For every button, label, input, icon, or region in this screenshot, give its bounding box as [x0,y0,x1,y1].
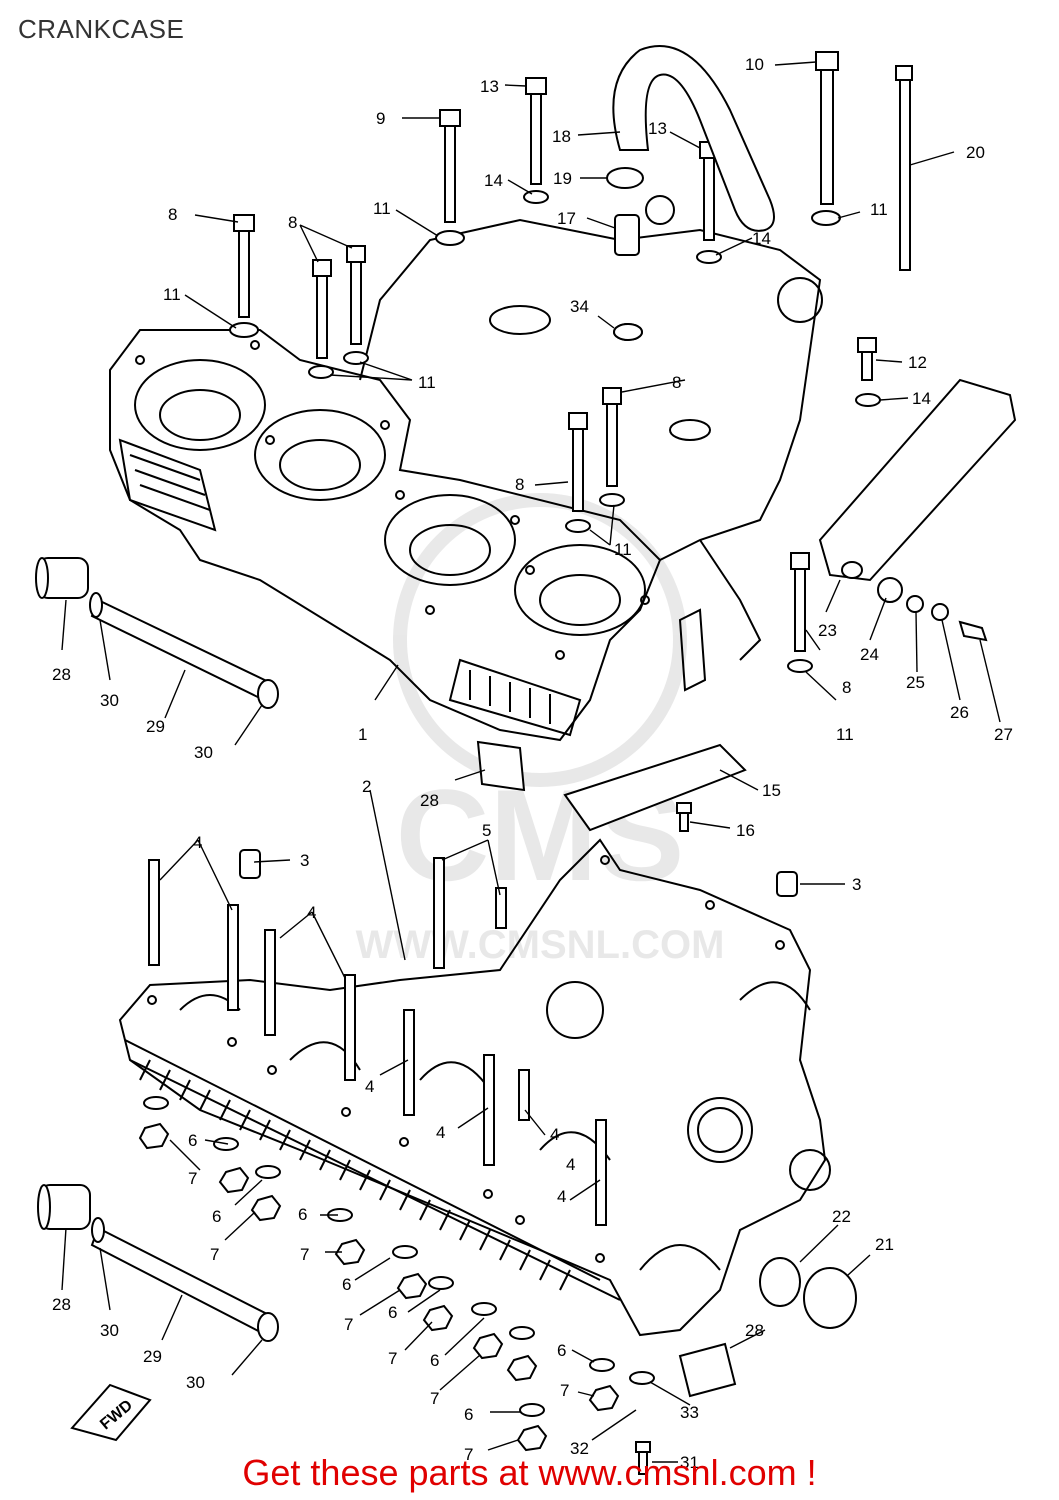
misc-parts [35,45,1017,1442]
callout-14: 14 [484,171,503,190]
callout-7: 7 [388,1349,397,1368]
studs-and-bolts [148,51,913,1475]
callout-6: 6 [188,1131,197,1150]
callout-6: 6 [388,1303,397,1322]
watermark-url: WWW.CMSNL.COM [356,923,725,967]
callout-31: 31 [680,1453,699,1472]
callout-15: 15 [762,781,781,800]
callout-8: 8 [515,475,524,494]
callout-14: 14 [912,389,931,408]
callout-25: 25 [906,673,925,692]
callout-4: 4 [193,833,202,852]
callout-labels: 1 2 3 3 4 4 4 4 4 4 4 5 6 6 6 6 6 6 6 6 … [52,55,1013,1472]
washers-and-nuts [138,190,881,1452]
callout-6: 6 [298,1205,307,1224]
callout-1: 1 [358,725,367,744]
callout-11: 11 [836,725,854,744]
callout-30: 30 [100,1321,119,1340]
callout-11: 11 [614,540,632,559]
callout-7: 7 [560,1381,569,1400]
callout-7: 7 [464,1445,473,1464]
callout-5: 5 [482,821,491,840]
callout-26: 26 [950,703,969,722]
callout-20: 20 [966,143,985,162]
callout-29: 29 [146,717,165,736]
callout-6: 6 [212,1207,221,1226]
callout-19: 19 [553,169,572,188]
callout-4: 4 [307,903,316,922]
callout-30: 30 [194,743,213,762]
callout-8: 8 [168,205,177,224]
callout-8: 8 [672,373,681,392]
callout-18: 18 [552,127,571,146]
callout-7: 7 [210,1245,219,1264]
callout-33: 33 [680,1403,699,1422]
cms-watermark: CMS WWW.CMSNL.COM [356,493,725,967]
callout-11: 11 [870,200,888,219]
callout-11: 11 [418,373,436,392]
callout-4: 4 [550,1125,559,1144]
callout-24: 24 [860,645,879,664]
callout-7: 7 [188,1169,197,1188]
callout-22: 22 [832,1207,851,1226]
callout-30: 30 [186,1373,205,1392]
callout-21: 21 [875,1235,894,1254]
callout-27: 27 [994,725,1013,744]
callout-7: 7 [430,1389,439,1408]
callout-34: 34 [570,297,589,316]
callout-2: 2 [362,777,371,796]
leader-lines [61,61,1001,1463]
callout-28: 28 [52,1295,71,1314]
callout-23: 23 [818,621,837,640]
callout-3: 3 [300,851,309,870]
callout-4: 4 [436,1123,445,1142]
callout-11: 11 [163,285,181,304]
callout-4: 4 [365,1077,374,1096]
callout-11: 11 [373,199,391,218]
callout-9: 9 [376,109,385,128]
callout-8: 8 [842,678,851,697]
callout-28: 28 [745,1321,764,1340]
callout-13: 13 [648,119,667,138]
callout-3: 3 [852,875,861,894]
callout-29: 29 [143,1347,162,1366]
callout-6: 6 [464,1405,473,1424]
callout-17: 17 [557,209,576,228]
callout-8: 8 [288,213,297,232]
callout-28: 28 [420,791,439,810]
page-title: CRANKCASE [18,14,185,44]
lower-crankcase [118,838,831,1337]
callout-13: 13 [480,77,499,96]
callout-12: 12 [908,353,927,372]
callout-4: 4 [557,1187,566,1206]
callout-32: 32 [570,1439,589,1458]
callout-28: 28 [52,665,71,684]
upper-crankcase [109,195,823,742]
callout-6: 6 [342,1275,351,1294]
callout-7: 7 [300,1245,309,1264]
callout-7: 7 [344,1315,353,1334]
callout-10: 10 [745,55,764,74]
footer-link[interactable]: Get these parts at www.cmsnl.com ! [242,1452,817,1493]
callout-4: 4 [566,1155,575,1174]
callout-16: 16 [736,821,755,840]
callout-6: 6 [557,1341,566,1360]
callout-14: 14 [752,229,771,248]
callout-30: 30 [100,691,119,710]
callout-6: 6 [430,1351,439,1370]
